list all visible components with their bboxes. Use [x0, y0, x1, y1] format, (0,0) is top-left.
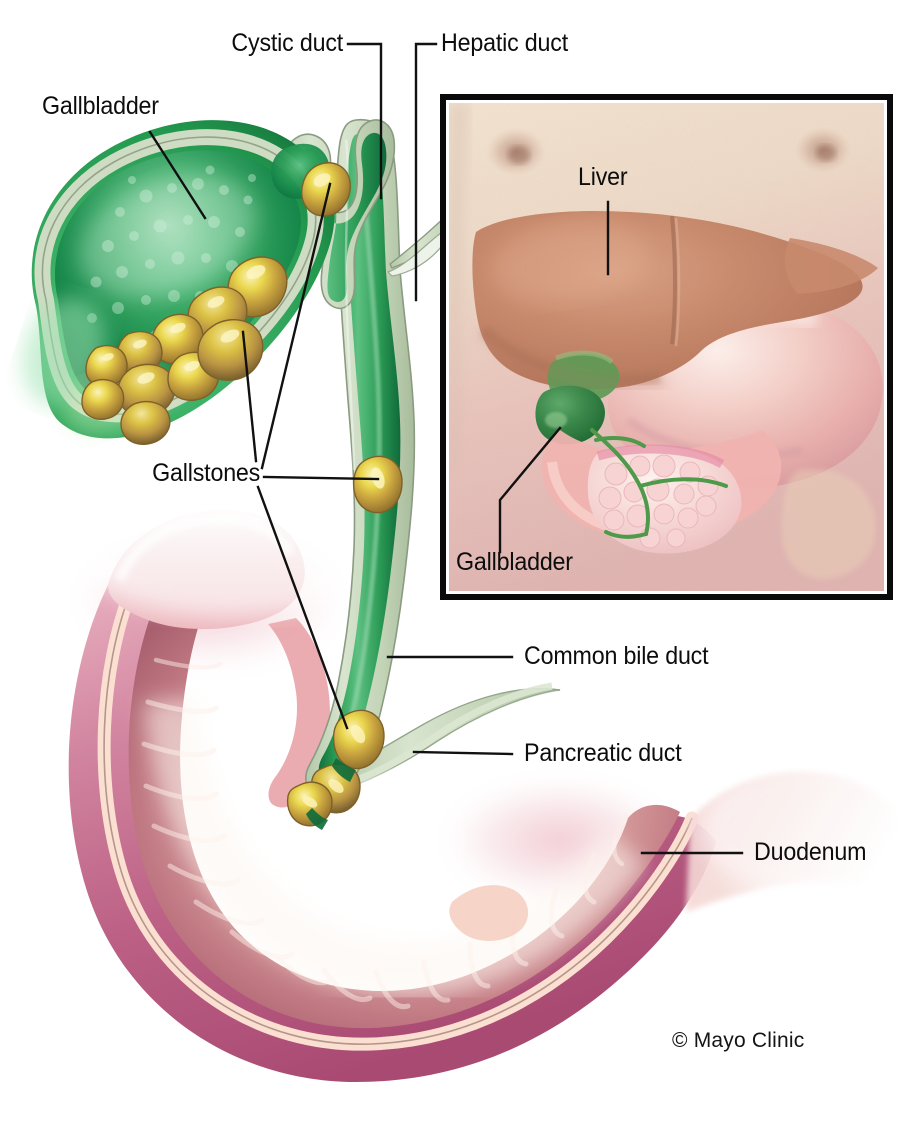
label-duodenum: Duodenum: [754, 838, 867, 866]
label-inset-gallbladder: Gallbladder: [456, 548, 573, 576]
label-gallstones: Gallstones: [152, 459, 260, 487]
inset-bile-ducts: [590, 428, 728, 539]
gallstones-leader-2: [260, 182, 332, 470]
inset-box-group: [440, 94, 893, 600]
hepatic-duct-leader: [414, 42, 438, 302]
label-hepatic-duct: Hepatic duct: [441, 29, 569, 57]
leader-lines: [148, 42, 744, 855]
label-gallbladder: Gallbladder: [42, 92, 159, 120]
label-inset-liver: Liver: [578, 163, 628, 191]
label-common-bile-duct: Common bile duct: [524, 642, 709, 670]
label-cystic-duct: Cystic duct: [231, 29, 343, 57]
duodenum-mucosa: [128, 592, 680, 1029]
gallstones-leader-3: [262, 475, 380, 481]
pancreas-lobules: [598, 454, 719, 549]
ampulla-duct-segments: [306, 758, 356, 830]
pancreatic-duct-leader: [412, 750, 514, 756]
gallstone-cluster-gallbladder: [81, 256, 288, 445]
liver-fissure: [670, 215, 677, 345]
gallstones-leader-4: [256, 485, 349, 730]
gallstone-cystic-duct: [301, 162, 351, 217]
label-pancreatic-duct: Pancreatic duct: [524, 739, 682, 767]
gallbladder-leader: [148, 130, 207, 220]
gallstone-common-bile-duct: [352, 455, 403, 514]
inset-gallbladder-leader: [498, 426, 562, 554]
cystic-duct-leader: [346, 42, 383, 200]
copyright-credit: © Mayo Clinic: [672, 1029, 805, 1052]
gallstones-group: [81, 162, 403, 827]
pancreatic-duct-lumen: [343, 682, 553, 788]
gallstones-leader-1: [241, 330, 258, 463]
bile-duct-lumen: [318, 134, 401, 778]
